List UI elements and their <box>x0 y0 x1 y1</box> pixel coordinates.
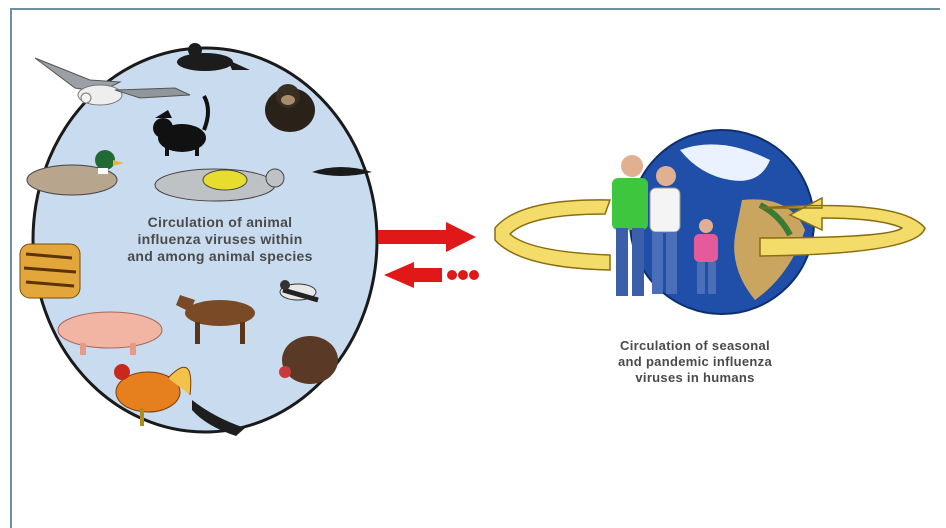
cat-icon <box>153 95 210 156</box>
animal-caption-line: Circulation of animal <box>147 214 293 230</box>
horse-icon <box>176 295 255 344</box>
arrow-to-animals-dotted <box>384 262 479 288</box>
human-circulation-caption: Circulation of seasonal and pandemic inf… <box>565 338 825 386</box>
animal-caption-line: and among animal species <box>127 248 313 264</box>
animal-circulation-caption: Circulation of animal influenza viruses … <box>70 214 370 265</box>
rooster-icon <box>114 364 192 426</box>
chimpanzee-icon <box>265 84 315 132</box>
penguin-icon <box>177 43 250 71</box>
bird-icon <box>279 280 319 303</box>
turkey-icon <box>279 336 338 384</box>
human-caption-line: and pandemic influenza <box>618 354 772 369</box>
rotation-ring <box>494 196 926 271</box>
tiger-icon <box>19 243 81 299</box>
human-family-icon <box>612 155 718 296</box>
human-caption-line: viruses in humans <box>635 370 755 385</box>
human-caption-line: Circulation of seasonal <box>620 338 770 353</box>
otter-icon <box>192 400 245 436</box>
weasel-icon <box>312 167 372 176</box>
diagram-frame <box>10 8 940 528</box>
seal-icon <box>154 168 285 202</box>
arrow-to-humans <box>378 222 476 252</box>
animal-caption-line: influenza viruses within <box>137 231 303 247</box>
gull-icon <box>34 57 191 106</box>
pig-icon <box>57 311 163 355</box>
duck-icon <box>26 150 124 196</box>
